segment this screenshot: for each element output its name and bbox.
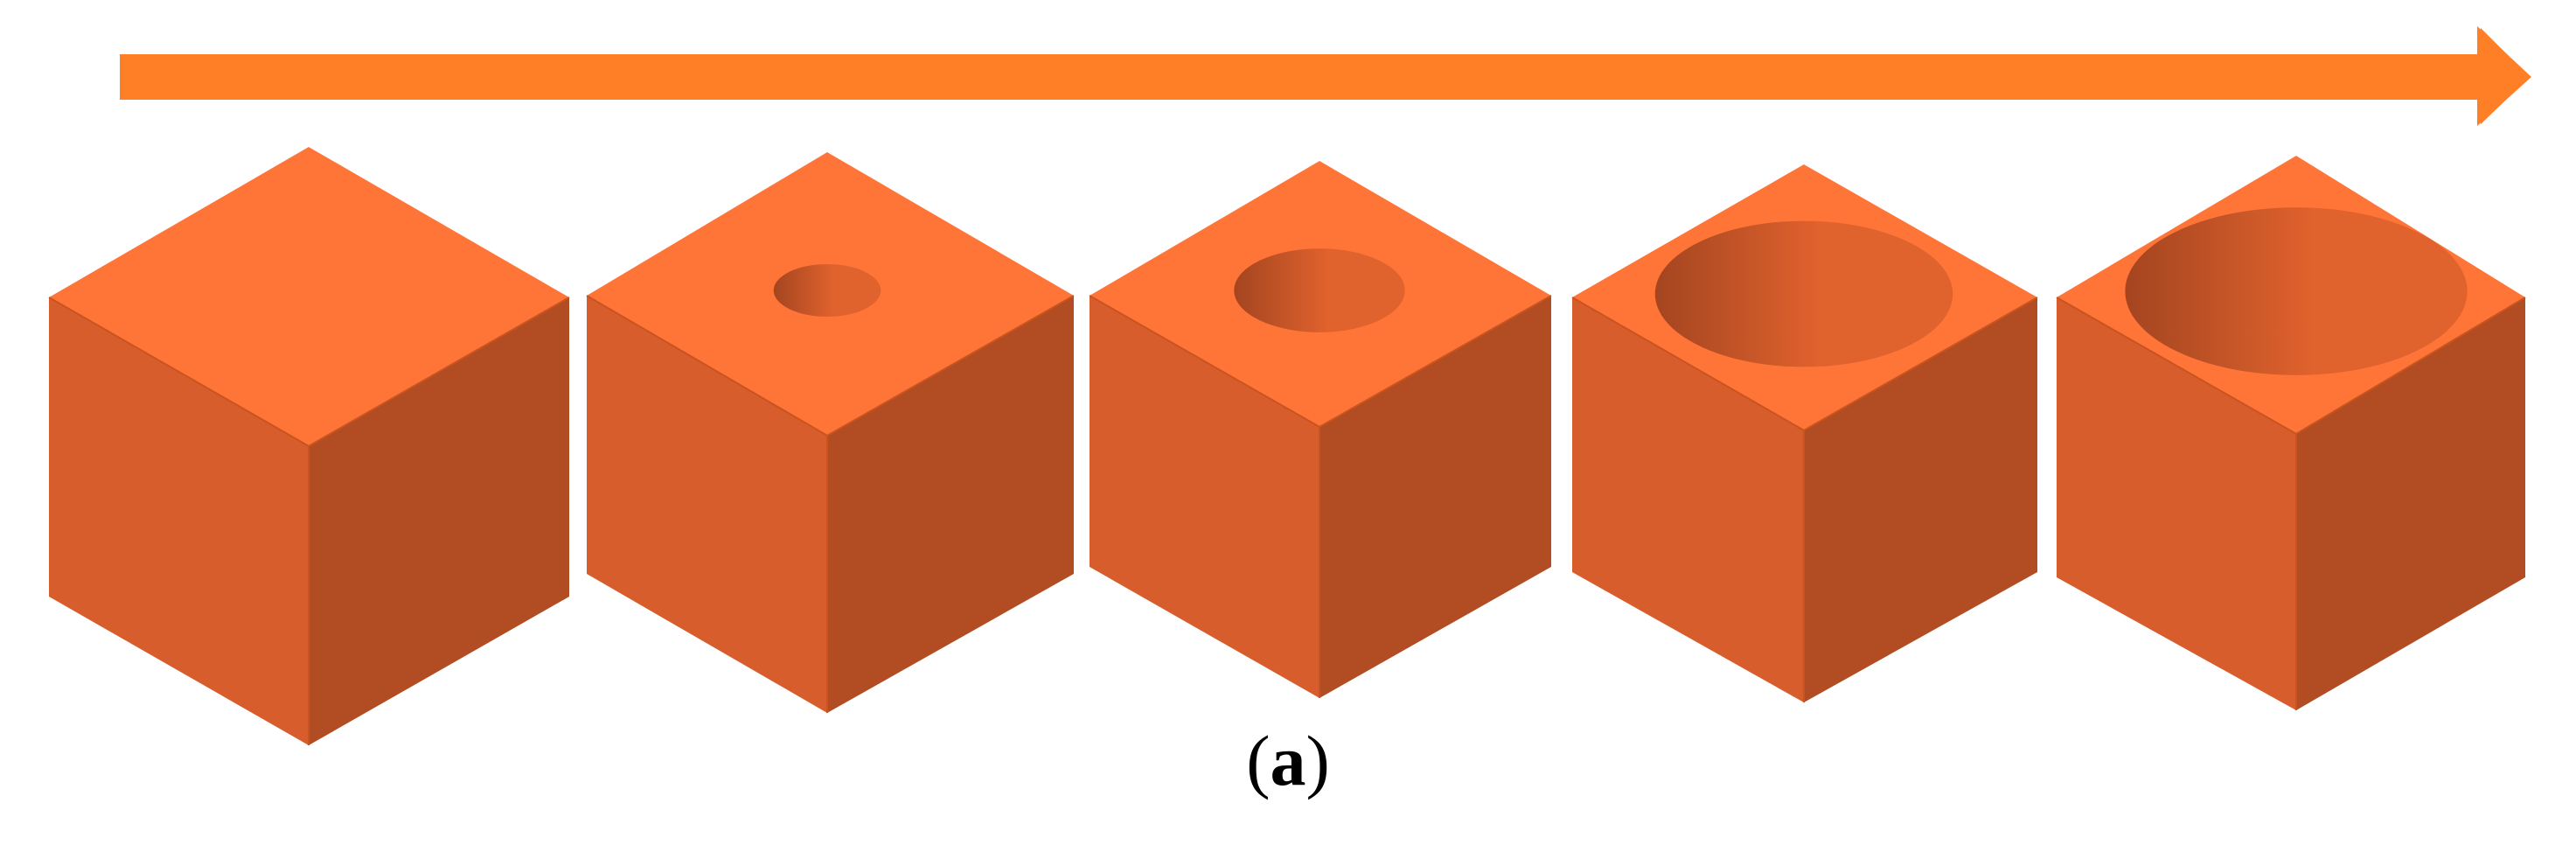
cube-stage-2 <box>586 152 1075 713</box>
cube-stage-5 <box>2056 156 2526 710</box>
cube-hole <box>1234 248 1405 332</box>
cube-row <box>48 147 2526 745</box>
cube-left-face <box>1572 297 1804 702</box>
cube-stage-3 <box>1089 161 1552 698</box>
cube-hole <box>2125 207 2468 375</box>
caption-letter: a <box>1270 721 1306 800</box>
cube-left-face <box>587 296 827 713</box>
cube-right-face <box>1319 296 1551 698</box>
cube-right-face <box>1804 297 2037 702</box>
cube-right-face <box>827 296 1074 713</box>
cube-hole <box>1654 220 1953 367</box>
arrow-shaft <box>120 54 2481 100</box>
cube-left-face <box>1090 296 1319 698</box>
right-arrow-icon <box>120 26 2531 126</box>
cube-stage-4 <box>1571 164 2038 702</box>
figure-caption: (a) <box>0 717 2576 805</box>
cube-hole <box>773 263 881 318</box>
caption-open-paren: ( <box>1246 721 1271 800</box>
arrow-head-tip <box>2477 26 2531 126</box>
cube-stage-1 <box>48 147 570 745</box>
caption-close-paren: ) <box>1305 721 1330 800</box>
